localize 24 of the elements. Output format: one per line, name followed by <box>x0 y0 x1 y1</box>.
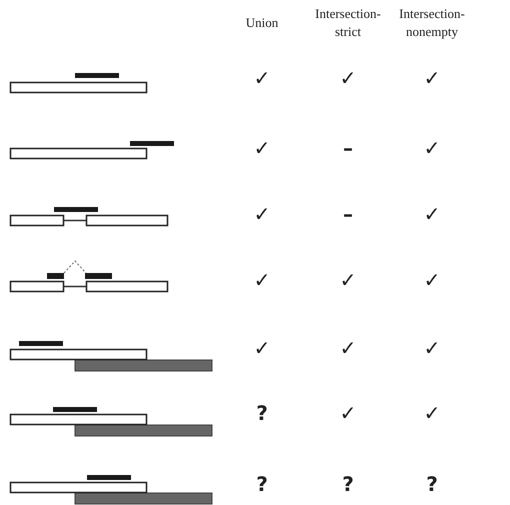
result-mark: ? <box>255 472 269 496</box>
result-mark: ✓ <box>338 336 358 360</box>
result-mark: ✓ <box>338 66 358 90</box>
result-mark: ✓ <box>422 66 442 90</box>
result-mark: ? <box>255 401 269 425</box>
result-mark: – <box>342 202 354 226</box>
result-mark: – <box>342 136 354 160</box>
result-mark: ✓ <box>252 136 272 160</box>
result-mark: ✓ <box>252 336 272 360</box>
result-mark: ✓ <box>252 268 272 292</box>
result-mark: ? <box>341 472 355 496</box>
result-mark: ? <box>425 472 439 496</box>
result-mark: ✓ <box>422 268 442 292</box>
result-mark: ✓ <box>422 336 442 360</box>
result-mark: ✓ <box>338 401 358 425</box>
result-mark: ✓ <box>422 202 442 226</box>
result-mark: ✓ <box>252 66 272 90</box>
column-header: Intersection-strict <box>314 5 382 41</box>
result-mark: ✓ <box>422 136 442 160</box>
result-mark: ✓ <box>338 268 358 292</box>
column-header: Intersection-nonempty <box>398 5 466 41</box>
result-mark: ✓ <box>422 401 442 425</box>
column-header: Union <box>244 14 280 32</box>
result-mark: ✓ <box>252 202 272 226</box>
